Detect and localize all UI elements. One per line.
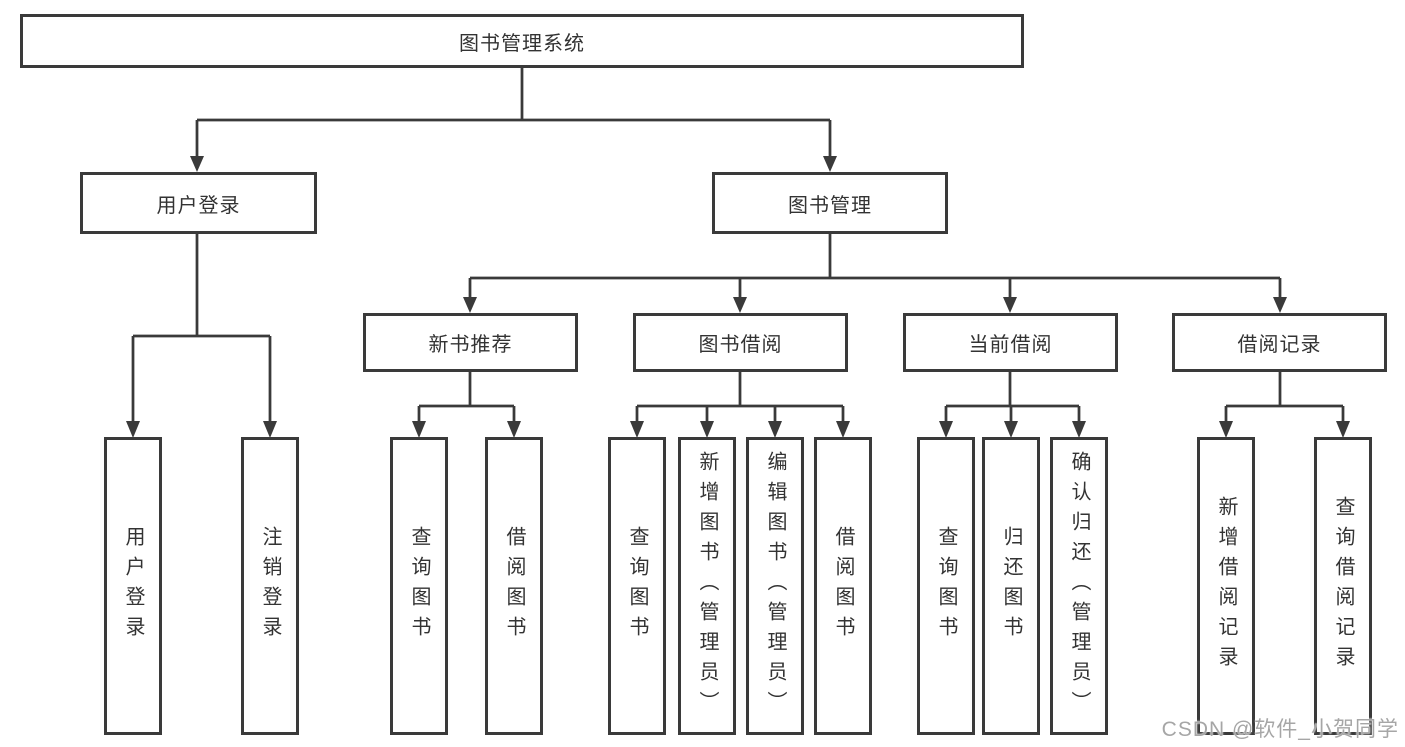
arrowhead	[126, 421, 140, 438]
arrowhead	[1273, 297, 1287, 313]
node-current-borrow: 当前借阅	[903, 313, 1118, 372]
leaf-return-books: 归还图书	[982, 437, 1040, 735]
arrowhead	[1003, 297, 1017, 313]
arrowhead	[630, 421, 644, 438]
leaf-user-login: 用户登录	[104, 437, 162, 735]
leaf-query-books-current: 查询图书	[917, 437, 975, 735]
node-user-login: 用户登录	[80, 172, 317, 234]
arrowhead	[1219, 421, 1233, 438]
arrowhead	[1072, 421, 1086, 438]
arrowhead	[190, 156, 204, 172]
arrowhead	[823, 156, 837, 172]
node-borrow-records: 借阅记录	[1172, 313, 1387, 372]
node-root: 图书管理系统	[20, 14, 1024, 68]
leaf-edit-books-admin: 编辑图书（管理员）	[746, 437, 804, 735]
leaf-add-borrow-record: 新增借阅记录	[1197, 437, 1255, 735]
leaf-add-books-admin: 新增图书（管理员）	[678, 437, 736, 735]
arrowhead	[1004, 421, 1018, 438]
arrowhead	[768, 421, 782, 438]
leaf-borrow-books-recommend: 借阅图书	[485, 437, 543, 735]
leaf-query-borrow-record: 查询借阅记录	[1314, 437, 1372, 735]
leaf-query-books-borrow: 查询图书	[608, 437, 666, 735]
arrowhead	[412, 421, 426, 438]
leaf-query-books-recommend: 查询图书	[390, 437, 448, 735]
arrowhead	[263, 421, 277, 438]
csdn-watermark: CSDN @软件_小贺同学	[1161, 718, 1399, 741]
node-book-borrow: 图书借阅	[633, 313, 848, 372]
node-book-management: 图书管理	[712, 172, 948, 234]
leaf-logout: 注销登录	[241, 437, 299, 735]
leaf-confirm-return-admin: 确认归还（管理员）	[1050, 437, 1108, 735]
arrowheads	[126, 156, 1350, 438]
arrowhead	[507, 421, 521, 438]
arrowhead	[1336, 421, 1350, 438]
leaf-borrow-books: 借阅图书	[814, 437, 872, 735]
arrowhead	[463, 297, 477, 313]
arrowhead	[700, 421, 714, 438]
arrowhead	[836, 421, 850, 438]
arrowhead	[733, 297, 747, 313]
arrowhead	[939, 421, 953, 438]
node-new-book-recommend: 新书推荐	[363, 313, 578, 372]
